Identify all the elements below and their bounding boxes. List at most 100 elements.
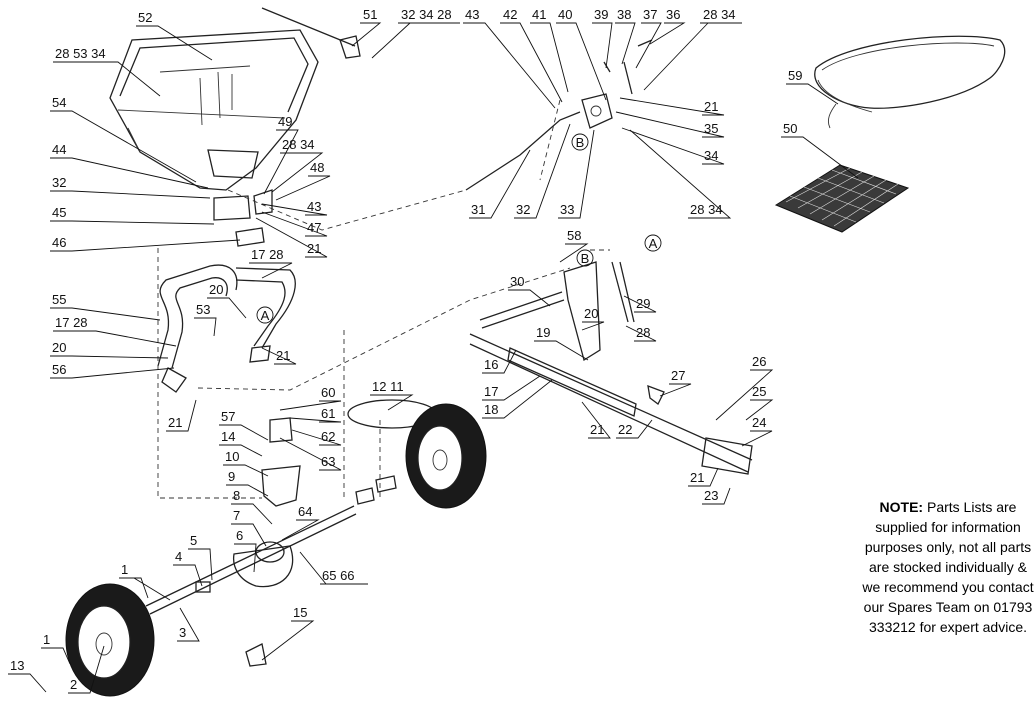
callout-21-gate: 21 xyxy=(704,99,718,114)
svg-text:B: B xyxy=(576,135,585,150)
callout-56: 56 xyxy=(52,362,66,377)
callout-18: 18 xyxy=(484,402,498,417)
callout-32-34-28: 32 34 28 xyxy=(401,7,452,22)
callout-21-hitch: 21 xyxy=(690,470,704,485)
callout-26: 26 xyxy=(752,354,766,369)
marker-B-chassis: B xyxy=(576,249,594,267)
callout-16: 16 xyxy=(484,357,498,372)
callout-22: 22 xyxy=(618,422,632,437)
callout-38: 38 xyxy=(617,7,631,22)
callout-6: 6 xyxy=(236,528,243,543)
callout-27: 27 xyxy=(671,368,685,383)
svg-text:B: B xyxy=(581,251,590,266)
callout-43-hopper: 43 xyxy=(307,199,321,214)
callout-3: 3 xyxy=(179,625,186,640)
callout-1-lower: 1 xyxy=(43,632,50,647)
callout-51: 51 xyxy=(363,7,377,22)
control-linkage xyxy=(213,7,653,247)
callout-35: 35 xyxy=(704,121,718,136)
callout-48: 48 xyxy=(310,160,324,175)
gearbox-and-spinner xyxy=(145,399,437,667)
callout-60: 60 xyxy=(321,385,335,400)
marker-A-chassis: A xyxy=(644,234,662,252)
handle-frame xyxy=(157,264,296,393)
marker-A-hopper: A xyxy=(256,306,274,324)
callout-20-chassis: 20 xyxy=(584,306,598,321)
callout-1-upper: 1 xyxy=(121,562,128,577)
callout-20-handle-left: 20 xyxy=(52,340,66,355)
callout-65-66: 65 66 xyxy=(322,568,355,583)
note-heading: NOTE: xyxy=(879,499,924,515)
callout-50: 50 xyxy=(783,121,797,136)
callout-2: 2 xyxy=(70,677,77,692)
left-wheel xyxy=(65,583,155,697)
right-wheel xyxy=(405,403,487,509)
callout-46: 46 xyxy=(52,235,66,250)
callout-44: 44 xyxy=(52,142,66,157)
marker-B-gate: B xyxy=(571,133,589,151)
callout-28-53-34: 28 53 34 xyxy=(55,46,106,61)
callout-7: 7 xyxy=(233,508,240,523)
callout-49: 49 xyxy=(278,114,292,129)
callout-54: 54 xyxy=(52,95,66,110)
callout-28-34-top: 28 34 xyxy=(703,7,736,22)
callout-21-chassis: 21 xyxy=(590,422,604,437)
callout-5: 5 xyxy=(190,533,197,548)
callout-37: 37 xyxy=(643,7,657,22)
callout-64: 64 xyxy=(298,504,312,519)
callout-17-chassis: 17 xyxy=(484,384,498,399)
callout-30: 30 xyxy=(510,274,524,289)
callout-63: 63 xyxy=(321,454,335,469)
callout-32-hopper: 32 xyxy=(52,175,66,190)
callout-21-hopper: 21 xyxy=(307,241,321,256)
callout-57: 57 xyxy=(221,409,235,424)
callout-41: 41 xyxy=(532,7,546,22)
callout-34: 34 xyxy=(704,148,718,163)
callout-4: 4 xyxy=(175,549,182,564)
hopper xyxy=(109,29,319,191)
chassis-frame xyxy=(469,261,753,475)
callout-20-handle-top: 20 xyxy=(209,282,223,297)
svg-text:A: A xyxy=(261,308,270,323)
assembly-guides xyxy=(157,99,610,500)
callout-12-11: 12 11 xyxy=(372,379,404,394)
hopper-cover xyxy=(814,35,1006,129)
callout-17-28-handle-top: 17 28 xyxy=(251,247,284,262)
callout-52: 52 xyxy=(138,10,152,25)
callout-39: 39 xyxy=(594,7,608,22)
callout-42: 42 xyxy=(503,7,517,22)
parts-list-note: NOTE: Parts Lists are supplied for infor… xyxy=(862,497,1034,637)
callout-61: 61 xyxy=(321,406,335,421)
callout-8: 8 xyxy=(233,488,240,503)
callout-32-gate: 32 xyxy=(516,202,530,217)
callout-23: 23 xyxy=(704,488,718,503)
callout-45: 45 xyxy=(52,205,66,220)
callout-59: 59 xyxy=(788,68,802,83)
callout-9: 9 xyxy=(228,469,235,484)
callout-14: 14 xyxy=(221,429,235,444)
callout-24: 24 xyxy=(752,415,766,430)
callout-33: 33 xyxy=(560,202,574,217)
callout-47: 47 xyxy=(307,220,321,235)
callout-62: 62 xyxy=(321,429,335,444)
callout-40: 40 xyxy=(558,7,572,22)
callout-13: 13 xyxy=(10,658,24,673)
callout-19: 19 xyxy=(536,325,550,340)
callout-15: 15 xyxy=(293,605,307,620)
callout-36: 36 xyxy=(666,7,680,22)
hopper-screen xyxy=(774,164,910,233)
callout-43: 43 xyxy=(465,7,479,22)
note-body: Parts Lists are supplied for information… xyxy=(862,499,1034,635)
callout-25: 25 xyxy=(752,384,766,399)
callout-53: 53 xyxy=(196,302,210,317)
callout-58: 58 xyxy=(567,228,581,243)
callouts: 52 51 32 34 28 43 42 41 40 39 38 37 36 2… xyxy=(8,7,859,694)
callout-21-handle-bottom: 21 xyxy=(168,415,182,430)
svg-text:A: A xyxy=(649,236,658,251)
callout-10: 10 xyxy=(225,449,239,464)
callout-17-28-handle-left: 17 28 xyxy=(55,315,88,330)
callout-28-34-mid: 28 34 xyxy=(282,137,315,152)
callout-31: 31 xyxy=(471,202,485,217)
callout-55: 55 xyxy=(52,292,66,307)
